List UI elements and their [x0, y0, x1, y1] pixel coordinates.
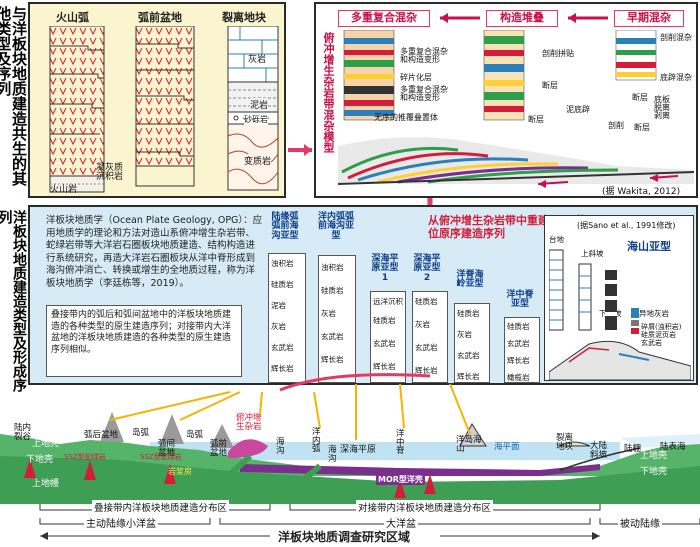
- xs-label-island-arc-2: 岛弧: [186, 430, 204, 440]
- xs-label-epicontinental-sea: 陆表海: [660, 442, 686, 452]
- inset-label-siliceous: 硅质泥页岩: [641, 331, 676, 339]
- xs-inner-ssz-2: SSZ型蛇绿岩: [140, 453, 182, 461]
- xs-label-backarc: 弧后盆地: [84, 430, 119, 440]
- seamount-inset: (据Sano et al., 1991修改) 海山亚型 台地 上斜坡 下斜坡 异…: [544, 215, 694, 381]
- section-column-6: 硅质岩 玄武岩 辉长岩 橄榄岩: [504, 317, 540, 383]
- tr-label-fault-2: 断层: [528, 115, 544, 124]
- inset-label-turbidite: 碎屑(浊积岩): [641, 323, 682, 331]
- xs-label-accretionary: 俯冲增生杂岩: [236, 413, 262, 432]
- top-left-panel: 火山弧 弧前盆地 裂离地块 凝灰质 沉积岩 火山岩: [28, 2, 286, 198]
- tr-label-fault-3: 断层: [632, 93, 648, 102]
- xs-label-abyssal-plain: 深海平原: [340, 445, 377, 455]
- inset-label-basalt: 玄武岩: [641, 339, 662, 347]
- xs-label-intra-rift: 陆内裂谷: [14, 423, 32, 442]
- xs-label-island-arc-1: 岛弧: [132, 428, 150, 438]
- label-sandstone: 砂砾岩: [244, 114, 268, 125]
- stage-tag-tectonic-stacking: 构造堆叠: [486, 10, 558, 27]
- xs-label-forearc: 弧前盆地: [210, 439, 228, 458]
- tr-label-disordered: 无序的推覆叠置体: [374, 113, 438, 122]
- tr-label-fragmented: 碎片化层: [400, 73, 432, 82]
- section-column-3: 远洋沉积 硅质岩 玄武岩 辉长岩: [370, 291, 406, 383]
- xs-inner-upper-crust-right: 上地壳: [640, 451, 668, 461]
- inset-label-upper-slope: 上斜坡: [581, 249, 604, 258]
- col-head-2: 洋内弧弧前海沟亚型: [318, 212, 355, 241]
- stage-arrows: [440, 13, 608, 23]
- tectonic-cross-section: [0, 412, 700, 504]
- label-mudstone: 泥岩: [250, 98, 269, 111]
- accretionary-wedge-section: [338, 137, 694, 188]
- xs-label-sea-level: 海平面: [494, 442, 520, 452]
- col-head-6: 洋中脊亚型: [506, 290, 534, 310]
- xs-label-shelf: 陆棚: [624, 444, 642, 454]
- col-title-forearc-basin: 弧前盆地: [138, 11, 182, 24]
- xs-inner-mor-crust: MOR型洋壳: [376, 474, 425, 485]
- col-head-3: 深海平原亚型1: [371, 254, 399, 283]
- wakita-credit: (据 Wakita, 2012): [602, 187, 681, 197]
- label-metamorphic: 变质岩: [244, 154, 272, 167]
- xs-label-continental-slope: 大陆斜坡: [590, 441, 608, 460]
- top-right-panel: 多重复合混杂 构造堆叠 早期混杂 俯冲增生杂岩带混杂模型: [314, 2, 698, 198]
- inset-label-allochthonous: 异地灰岩: [639, 309, 669, 318]
- bracket-label-suture-zone: 对接带内洋板块地质建造分布区: [356, 500, 494, 514]
- bracket-label-active-margin: 主动陆缘小洋盆: [84, 515, 158, 530]
- opg-definition-text: 洋板块地质学（Ocean Plate Geology, OPG）：应用地质学的理…: [46, 215, 263, 289]
- tr-label-offscrape: 剖削: [608, 121, 624, 130]
- left-vertical-title: 与洋板块地质建造共生的其他类型及序列: [0, 6, 28, 186]
- inset-label-platform: 台地: [549, 235, 564, 244]
- survey-region-label: 洋板块地质调查研究区域: [278, 530, 411, 544]
- xs-inner-lower-crust-left: 下地壳: [26, 455, 54, 465]
- xs-inner-upper-crust-left: 上地壳: [32, 439, 60, 449]
- tr-label-offscraping: 剖削拼贴: [542, 49, 574, 58]
- bracket-label-ocean-basin: 大洋盆: [384, 515, 418, 530]
- stage-tag-early-melange: 早期混杂: [614, 10, 684, 27]
- tr-label-fault-4: 断层: [634, 123, 650, 132]
- label-volcanic-rock: 火山岩: [50, 185, 78, 195]
- tr-label-mud-diapir: 泥底辟: [566, 105, 590, 114]
- xs-label-trench-2: 海沟: [328, 445, 337, 464]
- middle-vertical-title: 洋板块地质建造类型及形成序列: [0, 210, 27, 392]
- tr-label-diapir-melange: 底辟混杂: [660, 73, 692, 82]
- middle-panel: 洋板块地质学（Ocean Plate Geology, OPG）：应用地质学的理…: [28, 205, 698, 385]
- section-column-4: 硅质岩 灰岩 玄武岩 辉长岩: [412, 291, 448, 383]
- sano-credit: (据Sano et al., 1991修改): [577, 221, 676, 230]
- col-head-1: 陆缘弧弧前海沟亚型: [271, 212, 299, 241]
- tr-label-multiple-1: 多重复合混杂 和构造变形: [400, 47, 448, 65]
- bracket-label-overlap-zone: 叠接带内洋板块地质建造分布区: [92, 500, 230, 514]
- section-column-5: 硅质岩 灰岩 玄武岩 辉长岩: [454, 303, 490, 383]
- xs-inner-ssz-1: SSZ型蛇绿岩: [64, 453, 106, 461]
- tr-label-basal-detachment: 底板 脱离 剥离: [654, 95, 670, 120]
- col-title-volcanic-arc: 火山弧: [56, 11, 89, 24]
- stage-tag-multiple-melange: 多重复合混杂: [338, 10, 430, 27]
- tr-label-multiple-2: 多重复合混杂 和构造变形: [400, 85, 448, 103]
- xs-inner-magma-chamber: 岩浆房: [168, 467, 192, 476]
- col-head-4: 深海平原亚型2: [413, 254, 441, 283]
- opg-note-box: 叠接带内的弧后和弧间盆地中的洋板块地质建造的各种类型的原生建造序列；对接带内大洋…: [46, 305, 242, 377]
- section-column-1: 浊积岩 硅质岩 泥岩 灰岩 玄武岩 辉长岩: [268, 253, 306, 383]
- xs-label-seamount: 洋岛海山: [456, 435, 482, 454]
- label-tuff: 凝灰质 沉积岩: [96, 163, 124, 183]
- xs-label-interarc: 弧间盆地: [158, 439, 176, 458]
- seamount-title: 海山亚型: [627, 240, 671, 253]
- xs-label-rifted-block: 裂离地块: [556, 433, 574, 452]
- xs-inner-lower-crust-right: 下地壳: [640, 467, 668, 477]
- tr-label-fault-1: 断层: [542, 81, 558, 90]
- melange-model-vertical-label: 俯冲增生杂岩带混杂模型: [322, 32, 335, 153]
- col-title-rifted-block: 裂离地块: [222, 11, 266, 24]
- volcanic-arc-column: [49, 26, 105, 193]
- melange-strata-columns: [343, 30, 657, 121]
- tr-label-offscrape-melange: 剖削混杂: [660, 33, 692, 42]
- label-limestone: 灰岩: [248, 55, 267, 65]
- col-head-5: 洋脊海岭亚型: [456, 270, 484, 290]
- xs-label-mid-ocean-ridge: 洋中脊: [396, 429, 405, 456]
- rifted-block-column: [227, 26, 279, 191]
- xs-label-intraoceanic-arc: 洋内弧: [312, 427, 321, 454]
- xs-inner-upper-mantle: 上地幔: [32, 479, 60, 489]
- xs-label-trench-1: 海沟: [276, 437, 285, 456]
- section-column-2: 浊积岩 硅质岩 灰岩 玄武岩 辉长岩: [318, 255, 356, 383]
- forearc-basin-column: [135, 26, 195, 187]
- seamount-drawing: [549, 249, 691, 380]
- bracket-label-passive-margin: 被动陆缘: [618, 515, 662, 530]
